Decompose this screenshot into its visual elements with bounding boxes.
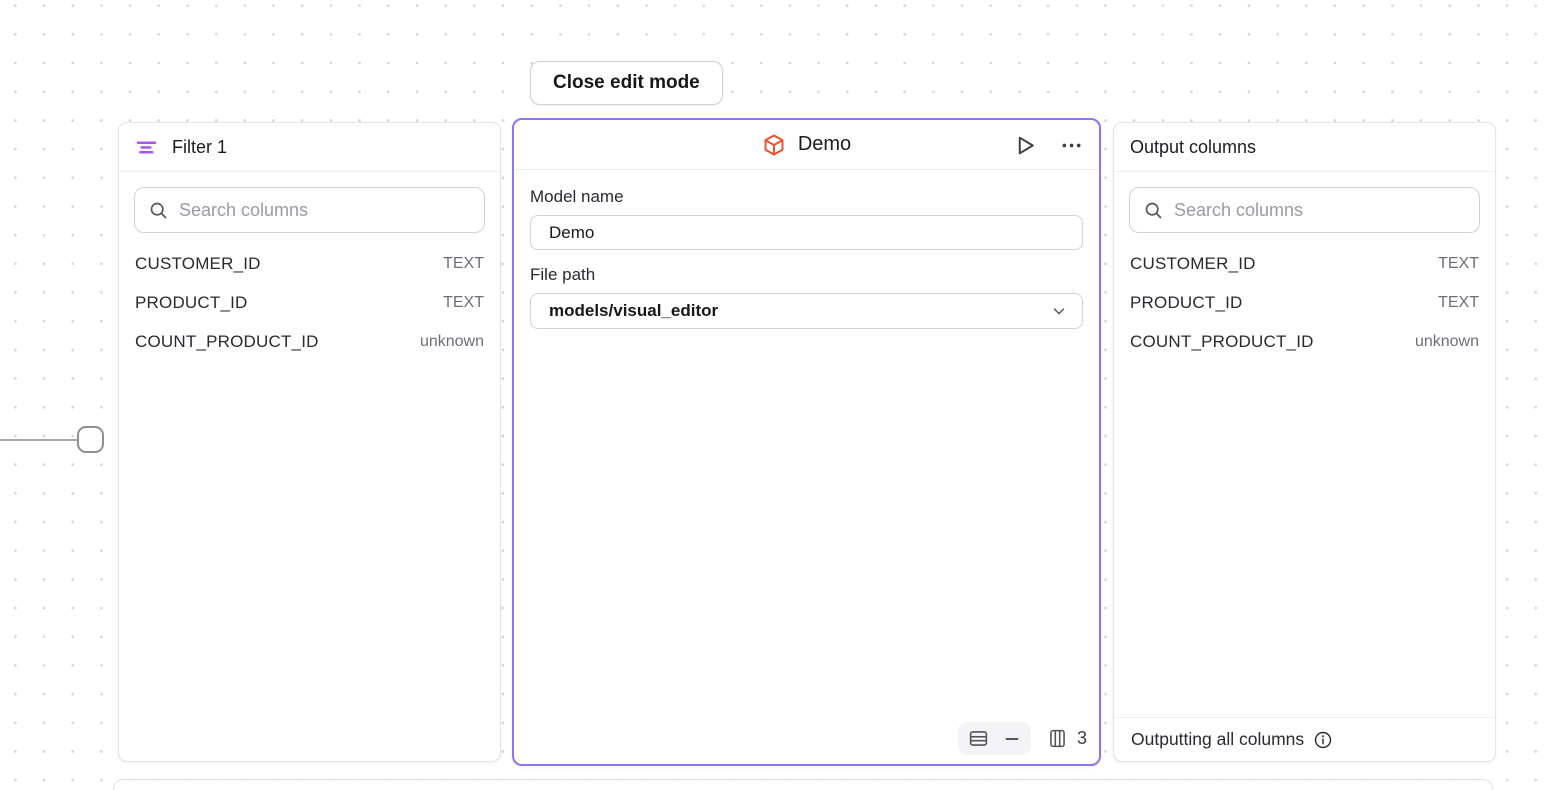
table-rows-icon — [968, 728, 989, 749]
model-node-header[interactable]: Demo — [514, 120, 1099, 170]
filter-icon — [135, 136, 158, 159]
column-name: CUSTOMER_ID — [135, 253, 261, 273]
model-node-panel[interactable]: Demo Model name File path mo — [512, 118, 1101, 766]
filter-node-header[interactable]: Filter 1 — [119, 123, 500, 172]
file-path-select[interactable]: models/visual_editor — [530, 293, 1083, 329]
filter-column-list: CUSTOMER_ID TEXT PRODUCT_ID TEXT COUNT_P… — [119, 241, 500, 364]
edge-connector-handle[interactable] — [77, 426, 104, 453]
column-count-value: 3 — [1076, 728, 1087, 748]
output-columns-panel[interactable]: Output columns CUSTOMER_ID TEXT PRODUCT_… — [1113, 122, 1496, 762]
edge-connector-line — [0, 439, 78, 441]
column-type: unknown — [419, 332, 484, 350]
file-path-value: models/visual_editor — [549, 301, 719, 320]
table-columns-icon — [1047, 728, 1068, 749]
run-model-button[interactable] — [1013, 133, 1038, 158]
info-icon[interactable] — [1313, 730, 1333, 750]
column-type: TEXT — [1438, 293, 1479, 311]
output-columns-header[interactable]: Output columns — [1114, 123, 1495, 172]
filter-node-panel[interactable]: Filter 1 CUSTOMER_ID TEXT PRODUCT_ID TEX… — [118, 122, 501, 762]
column-row[interactable]: PRODUCT_ID TEXT — [135, 283, 484, 322]
column-type: TEXT — [1438, 254, 1479, 272]
model-name-input[interactable] — [530, 215, 1083, 250]
column-type: TEXT — [443, 293, 484, 311]
column-count-indicator: 3 — [1047, 728, 1087, 749]
more-options-button[interactable] — [1060, 134, 1083, 157]
close-edit-mode-button[interactable]: Close edit mode — [530, 61, 723, 105]
column-row[interactable]: PRODUCT_ID TEXT — [1130, 283, 1479, 322]
search-icon — [148, 200, 169, 221]
filter-node-title: Filter 1 — [172, 136, 228, 157]
column-type: TEXT — [443, 254, 484, 272]
model-node-title: Demo — [797, 133, 852, 155]
output-search-input[interactable] — [1129, 187, 1480, 233]
output-footer-text: Outputting all columns — [1131, 729, 1305, 749]
column-row[interactable]: CUSTOMER_ID TEXT — [135, 244, 484, 283]
model-cube-icon — [762, 133, 786, 157]
model-name-label: Model name — [530, 187, 624, 206]
row-count-indicator[interactable] — [957, 722, 1031, 755]
minus-icon — [1003, 730, 1021, 748]
column-name: PRODUCT_ID — [135, 292, 248, 312]
search-icon — [1143, 200, 1164, 221]
file-path-label: File path — [530, 265, 596, 284]
column-name: COUNT_PRODUCT_ID — [1130, 331, 1314, 351]
column-row[interactable]: COUNT_PRODUCT_ID unknown — [135, 322, 484, 361]
chevron-down-icon — [1050, 302, 1068, 320]
column-row[interactable]: CUSTOMER_ID TEXT — [1130, 244, 1479, 283]
column-name: CUSTOMER_ID — [1130, 253, 1256, 273]
output-columns-title: Output columns — [1130, 136, 1257, 157]
column-type: unknown — [1414, 332, 1479, 350]
column-name: PRODUCT_ID — [1130, 292, 1243, 312]
column-row[interactable]: COUNT_PRODUCT_ID unknown — [1130, 322, 1479, 361]
column-name: COUNT_PRODUCT_ID — [135, 331, 319, 351]
filter-search-input[interactable] — [134, 187, 485, 233]
bottom-clipped-node[interactable] — [113, 779, 1493, 790]
output-column-list: CUSTOMER_ID TEXT PRODUCT_ID TEXT COUNT_P… — [1114, 241, 1495, 364]
